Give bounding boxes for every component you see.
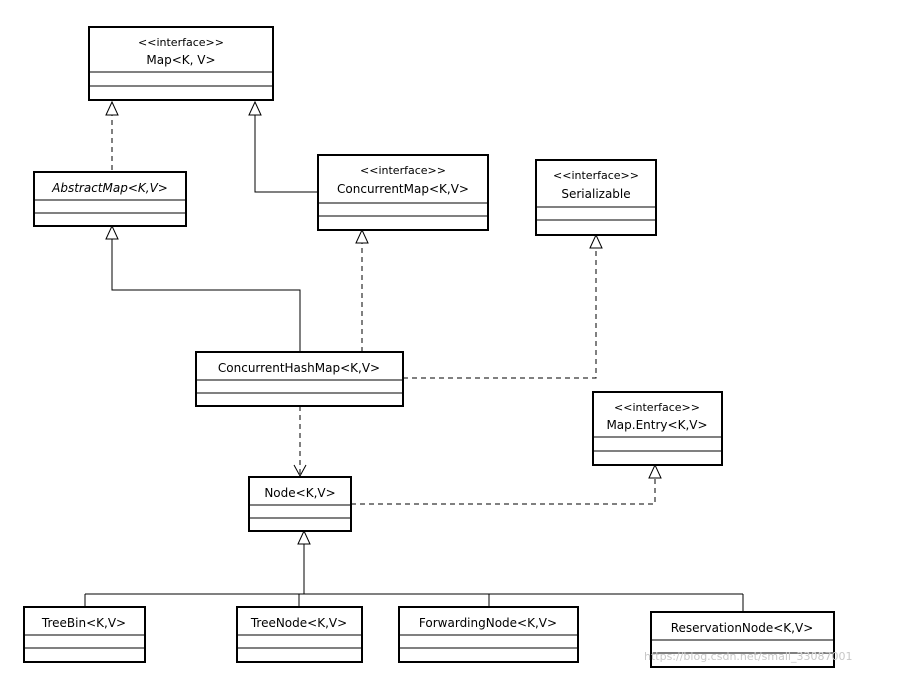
map-stereotype: <<interface>> [138,36,224,49]
class-tree-node: TreeNode<K,V> [236,606,363,663]
reservationnode-name: ReservationNode<K,V> [671,621,814,635]
abstractmap-name: AbstractMap<K,V> [51,181,168,195]
serializable-name: Serializable [561,187,630,201]
chm-implements-serializable [403,233,603,379]
node-name: Node<K,V> [264,486,335,500]
forwardingnode-name: ForwardingNode<K,V> [419,616,557,630]
node-implements-mapentry [351,463,662,505]
concurrentmap-extends-map [248,100,318,193]
mapentry-stereotype: <<interface>> [614,401,700,414]
watermark-url: https://blog.csdn.net/small_33087001 [644,650,853,663]
class-concurrent-hash-map: ConcurrentHashMap<K,V> [195,351,404,407]
treebin-name: TreeBin<K,V> [41,616,126,630]
subclass-connector-bar [84,593,744,612]
concurrentmap-stereotype: <<interface>> [360,164,446,177]
class-tree-bin: TreeBin<K,V> [23,606,146,663]
treenode-name: TreeNode<K,V> [250,616,347,630]
map-name: Map<K, V> [146,53,215,67]
class-serializable: <<interface>> Serializable [535,159,657,236]
class-node: Node<K,V> [248,476,352,532]
class-concurrent-map: <<interface>> ConcurrentMap<K,V> [317,154,489,231]
class-map: <<interface>> Map<K, V> [88,26,274,101]
concurrenthashmap-name: ConcurrentHashMap<K,V> [218,361,380,375]
mapentry-name: Map.Entry<K,V> [606,418,707,432]
class-abstract-map: AbstractMap<K,V> [33,171,187,227]
class-forwarding-node: ForwardingNode<K,V> [398,606,579,663]
concurrentmap-name: ConcurrentMap<K,V> [337,182,469,196]
serializable-stereotype: <<interface>> [553,169,639,182]
chm-extends-abstractmap [105,224,301,352]
class-reservation-node: ReservationNode<K,V> [650,611,835,668]
class-map-entry: <<interface>> Map.Entry<K,V> [592,391,723,466]
